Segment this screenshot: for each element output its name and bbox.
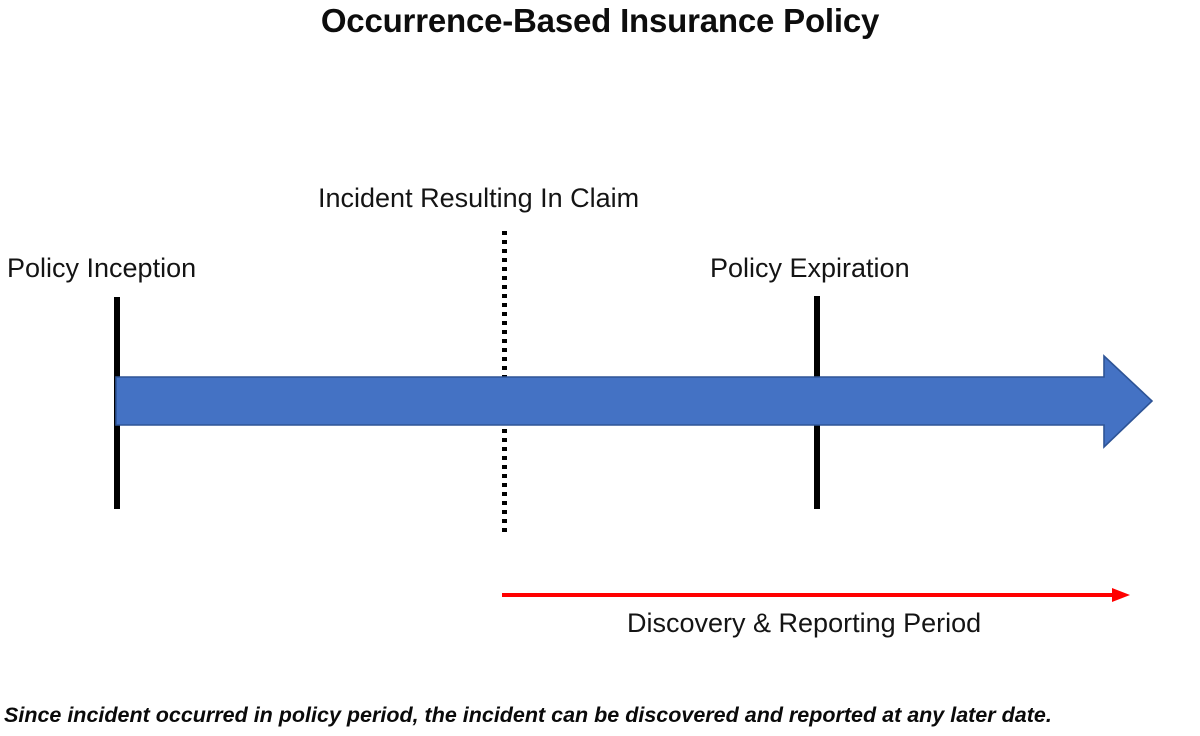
policy-period-arrow-shape [115, 354, 1154, 449]
policy-expiration-label: Policy Expiration [710, 253, 910, 283]
policy-period-arrow [115, 354, 1154, 449]
discovery-arrow-head [1112, 588, 1130, 602]
diagram-caption: Since incident occurred in policy period… [4, 703, 1052, 727]
discovery-period-label: Discovery & Reporting Period [627, 608, 982, 638]
discovery-period-arrow [502, 588, 1130, 602]
policy-inception-label: Policy Inception [7, 253, 197, 283]
incident-label: Incident Resulting In Claim [318, 183, 640, 213]
page-title: Occurrence-Based Insurance Policy [320, 2, 880, 39]
